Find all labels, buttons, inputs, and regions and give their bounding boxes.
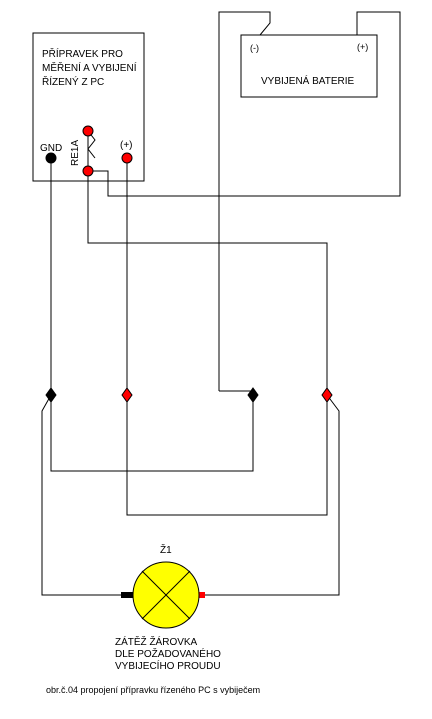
lamp-terminal-left [121, 592, 133, 598]
lamp-cross-2 [141, 570, 191, 620]
lamp-ref: Ž1 [160, 543, 172, 556]
battery-box [240, 34, 378, 98]
battery-plus-wire [88, 11, 401, 197]
red-terminals-loop [126, 395, 328, 516]
device-plus-label: (+) [120, 140, 133, 151]
black-terminals-loop [50, 395, 254, 472]
gnd-terminal [45, 152, 57, 164]
lamp-left-wire [41, 394, 124, 596]
lamp-right-wire [205, 394, 340, 596]
terminal-row-gnd [45, 387, 57, 403]
device-title-line-2: MĚŘENÍ A VYBIJENÍ [42, 61, 137, 74]
battery-minus-wire [218, 11, 271, 391]
figure-caption: obr.č.04 propojení přípravku řízeného PC… [46, 685, 260, 695]
battery-name: VYBIJENÁ BATERIE [261, 74, 355, 87]
lamp-desc-line-1: ZÁTĚŽ ŽÁROVKA [115, 635, 198, 648]
lamp-terminal-right [197, 592, 205, 598]
lamp-desc-line-3: VYBIJECÍHO PROUDU [115, 659, 221, 672]
gnd-label: GND [40, 143, 62, 154]
relay-terminal-bottom [82, 165, 94, 177]
terminal-row-plus-1 [121, 387, 133, 403]
device-title-line-3: ŘÍZENÝ Z PC [42, 75, 104, 88]
terminal-row-minus [247, 387, 259, 403]
terminal-row-plus-2 [321, 387, 333, 403]
battery-plus-label: (+) [357, 42, 368, 52]
battery-minus-label: (-) [250, 43, 259, 53]
device-title-line-1: PŘÍPRAVEK PRO [42, 47, 123, 60]
lamp-desc-line-2: DLE POŽADOVANÉHO [115, 647, 221, 660]
device-plus-terminal [121, 152, 133, 164]
relay-wire [87, 131, 328, 392]
relay-label: RE1A [70, 140, 81, 166]
relay-terminal-top [82, 125, 94, 137]
relay-contact-symbol [87, 130, 96, 159]
